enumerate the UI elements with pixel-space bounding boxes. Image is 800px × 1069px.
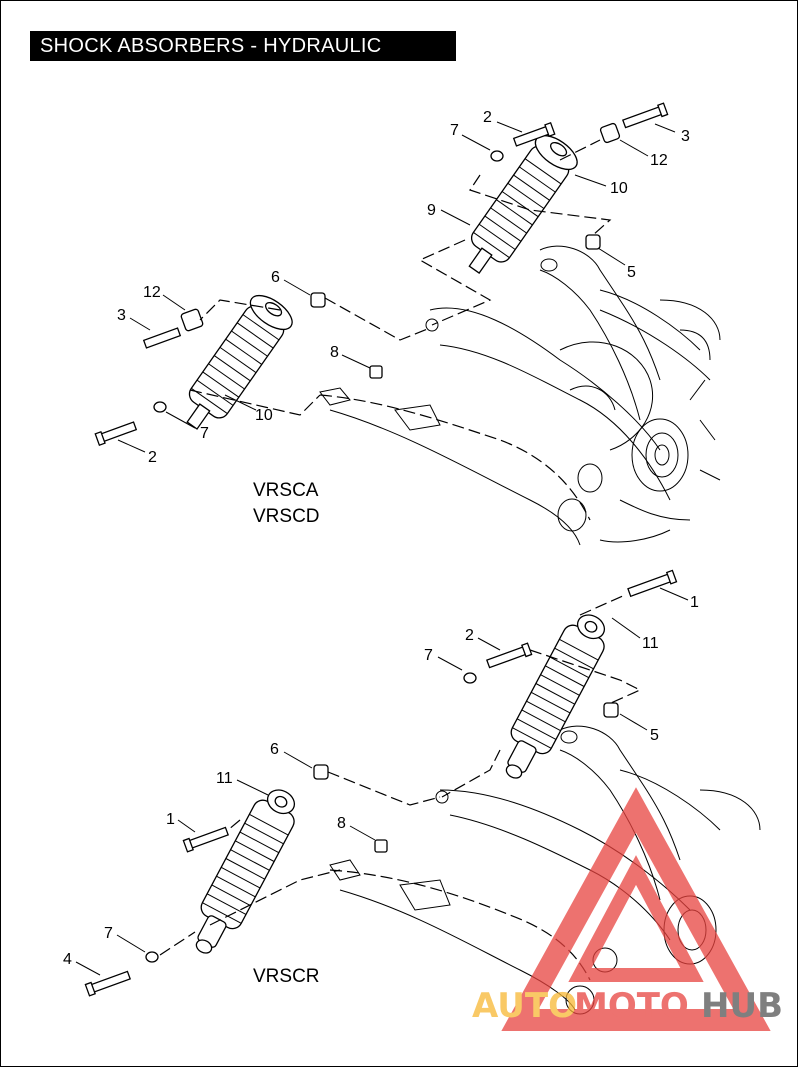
lower-leader-lines xyxy=(75,587,689,976)
upper-assembly-lines xyxy=(189,139,612,416)
model-label: VRSCA xyxy=(253,480,319,501)
lower-callouts: 1 2 11 7 5 6 11 8 1 7 4 xyxy=(63,594,699,968)
callout-label: 5 xyxy=(650,727,659,744)
callout-label: 12 xyxy=(650,152,668,169)
upper-callouts: 2 7 3 12 10 9 5 6 12 3 8 10 7 2 xyxy=(117,109,690,466)
callout-label: 1 xyxy=(690,594,699,611)
callout-label: 3 xyxy=(681,128,690,145)
callout-label: 10 xyxy=(610,180,628,197)
callout-label: 6 xyxy=(271,269,280,286)
callout-label: 11 xyxy=(642,635,659,652)
callout-label: 10 xyxy=(255,407,273,424)
model-label: VRSCD xyxy=(253,506,320,527)
callout-label: 8 xyxy=(337,815,346,832)
callout-label: 11 xyxy=(216,770,233,787)
watermark-logo: AUTO MOTO HUB xyxy=(472,787,783,1031)
model-label: VRSCR xyxy=(253,966,320,987)
watermark-text-moto: MOTO xyxy=(574,986,689,1026)
callout-label: 7 xyxy=(104,925,113,942)
upper-right-shock xyxy=(468,134,578,274)
callout-label: 12 xyxy=(143,284,161,301)
upper-hardware xyxy=(94,102,669,446)
watermark-triangle-icon xyxy=(501,787,771,1031)
watermark-text-hub: HUB xyxy=(701,986,783,1026)
callout-label: 2 xyxy=(483,109,492,126)
callout-label: 3 xyxy=(117,307,126,324)
lower-right-shock xyxy=(505,614,606,779)
lower-left-shock xyxy=(195,789,296,954)
callout-label: 7 xyxy=(450,122,459,139)
callout-label: 2 xyxy=(148,449,157,466)
callout-label: 4 xyxy=(63,951,72,968)
diagram-title: SHOCK ABSORBERS - HYDRAULIC xyxy=(30,31,456,61)
callout-label: 7 xyxy=(200,425,209,442)
callout-label: 5 xyxy=(627,264,636,281)
watermark-text-auto: AUTO xyxy=(472,986,577,1026)
upper-frame-drawing xyxy=(319,245,721,546)
callout-label: 9 xyxy=(427,202,436,219)
callout-label: 1 xyxy=(166,811,175,828)
upper-leader-lines xyxy=(117,121,676,453)
callout-label: 8 xyxy=(330,344,339,361)
watermark-inner-triangle-icon xyxy=(568,855,704,982)
callout-label: 2 xyxy=(465,627,474,644)
lower-frame-drawing xyxy=(329,725,761,1015)
callout-label: 7 xyxy=(424,647,433,664)
upper-left-shock xyxy=(186,294,293,430)
lower-assembly-lines xyxy=(159,594,642,956)
callout-label: 6 xyxy=(270,741,279,758)
lower-hardware xyxy=(84,569,678,997)
